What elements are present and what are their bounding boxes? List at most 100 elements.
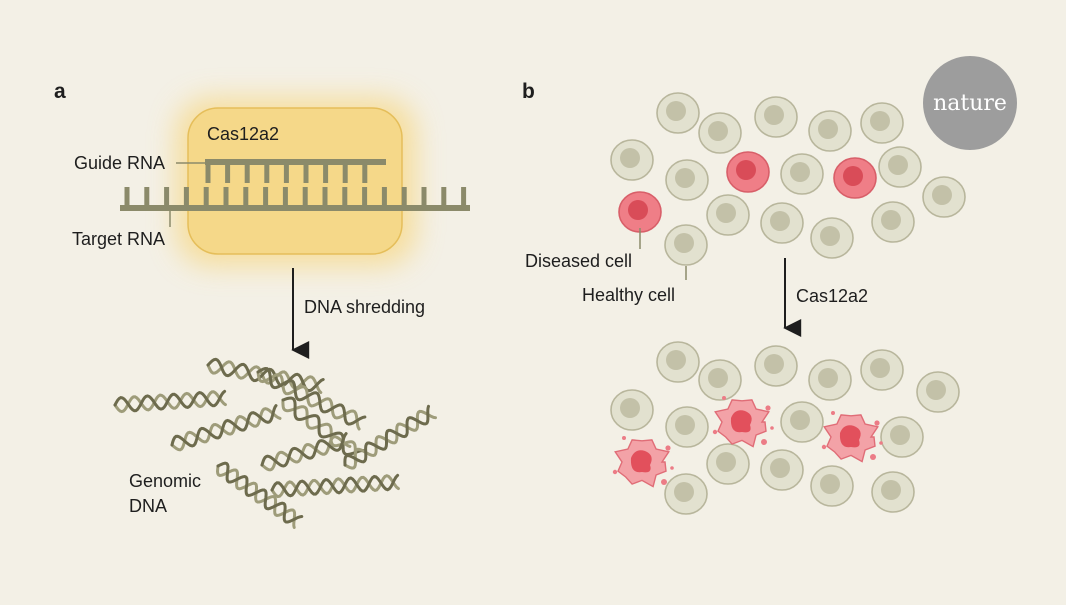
healthy-cell <box>698 359 742 401</box>
healthy-cell-nucleus <box>790 410 810 430</box>
healthy-cell <box>698 112 742 154</box>
diseased-cell-nucleus <box>843 166 863 186</box>
guide-rna-base <box>362 164 368 183</box>
cell-debris <box>879 441 883 445</box>
healthy-cell <box>610 389 654 431</box>
dna-fragment <box>215 461 304 529</box>
cell-debris <box>722 396 726 400</box>
target-rna-base <box>461 187 467 206</box>
guide-rna-base <box>303 164 309 183</box>
cell-debris <box>874 420 880 426</box>
healthy-cell-nucleus <box>820 226 840 246</box>
diseased-cell-label: Diseased cell <box>525 251 632 271</box>
healthy-cell <box>880 416 924 458</box>
panel-a-letter: a <box>54 80 66 103</box>
healthy-cell <box>760 449 804 491</box>
dna-shredding-label: DNA shredding <box>304 297 425 317</box>
cell-debris <box>765 405 771 411</box>
dna-strand <box>216 461 304 524</box>
cell-debris <box>665 445 671 451</box>
dying-cell-nucleus-fragment <box>630 450 652 473</box>
healthy-cell <box>664 473 708 515</box>
dna-strand <box>270 474 400 499</box>
target-rna-base <box>144 187 150 206</box>
nature-logo: nature <box>923 56 1017 150</box>
diseased-cell-nucleus <box>628 200 648 220</box>
diseased-cell <box>618 191 662 233</box>
healthy-cell-nucleus <box>674 482 694 502</box>
guide-rna-strand <box>205 159 386 183</box>
dna-strand <box>170 404 278 448</box>
dna-strand <box>260 435 352 472</box>
healthy-cell-nucleus <box>674 233 694 253</box>
healthy-cell-nucleus <box>675 415 695 435</box>
cell-debris <box>622 436 626 440</box>
healthy-cell <box>808 359 852 401</box>
panel-b-letter: b <box>522 80 535 103</box>
cell-debris <box>821 444 827 450</box>
healthy-cell-label: Healthy cell <box>582 285 675 305</box>
healthy-cell-nucleus <box>881 480 901 500</box>
guide-rna-label: Guide RNA <box>74 153 165 173</box>
target-rna-base <box>322 187 328 206</box>
cell-debris <box>870 454 876 460</box>
healthy-cell-nucleus <box>620 148 640 168</box>
healthy-cell-nucleus <box>870 358 890 378</box>
healthy-cell-nucleus <box>881 210 901 230</box>
dying-cell <box>612 436 674 488</box>
cell-debris <box>612 469 618 475</box>
healthy-cell-nucleus <box>790 162 810 182</box>
dna-fragment <box>281 396 366 463</box>
cell-population-before <box>610 92 966 266</box>
dna-fragment <box>256 366 367 431</box>
healthy-cell <box>656 92 700 134</box>
healthy-cell <box>916 371 960 413</box>
healthy-cell-nucleus <box>770 211 790 231</box>
nature-logo-text: nature <box>933 91 1007 116</box>
target-rna-base <box>223 187 229 206</box>
healthy-cell <box>706 194 750 236</box>
dna-fragment <box>206 357 325 394</box>
guide-rna-backbone <box>205 159 386 165</box>
dna-strand <box>206 357 325 393</box>
guide-rna-base <box>323 164 329 183</box>
dying-cell-nucleus-fragment <box>730 410 752 433</box>
dna-fragment <box>343 404 437 470</box>
dna-fragment <box>113 389 227 414</box>
diseased-cell <box>726 151 770 193</box>
healthy-cell <box>754 345 798 387</box>
healthy-cell-nucleus <box>818 119 838 139</box>
healthy-cell-nucleus <box>675 168 695 188</box>
healthy-cell-nucleus <box>926 380 946 400</box>
healthy-cell-nucleus <box>764 105 784 125</box>
healthy-cell <box>922 176 966 218</box>
target-rna-base <box>362 187 368 206</box>
dying-cell-nucleus-fragment <box>839 425 861 448</box>
target-rna-base <box>441 187 447 206</box>
healthy-cell <box>860 349 904 391</box>
diseased-cell-nucleus <box>736 160 756 180</box>
dna-fragment <box>170 404 282 452</box>
healthy-cell <box>871 471 915 513</box>
genomic-dna-fragments <box>113 357 437 529</box>
dna-strand <box>113 389 227 413</box>
healthy-cell-nucleus <box>770 458 790 478</box>
guide-rna-base <box>264 164 270 183</box>
healthy-cell-nucleus <box>870 111 890 131</box>
target-rna-base <box>401 187 407 206</box>
target-rna-base <box>302 187 308 206</box>
genomic-label-line2: DNA <box>129 496 167 516</box>
target-rna-base <box>282 187 288 206</box>
healthy-cell-nucleus <box>708 121 728 141</box>
healthy-cell-nucleus <box>888 155 908 175</box>
cell-debris <box>770 426 774 430</box>
cell-debris <box>831 411 835 415</box>
healthy-cell-nucleus <box>716 452 736 472</box>
healthy-cell <box>780 153 824 195</box>
healthy-cell <box>808 110 852 152</box>
diseased-cell <box>833 157 877 199</box>
dying-cell <box>712 396 774 448</box>
guide-rna-base <box>342 164 348 183</box>
cell-debris <box>761 439 767 445</box>
